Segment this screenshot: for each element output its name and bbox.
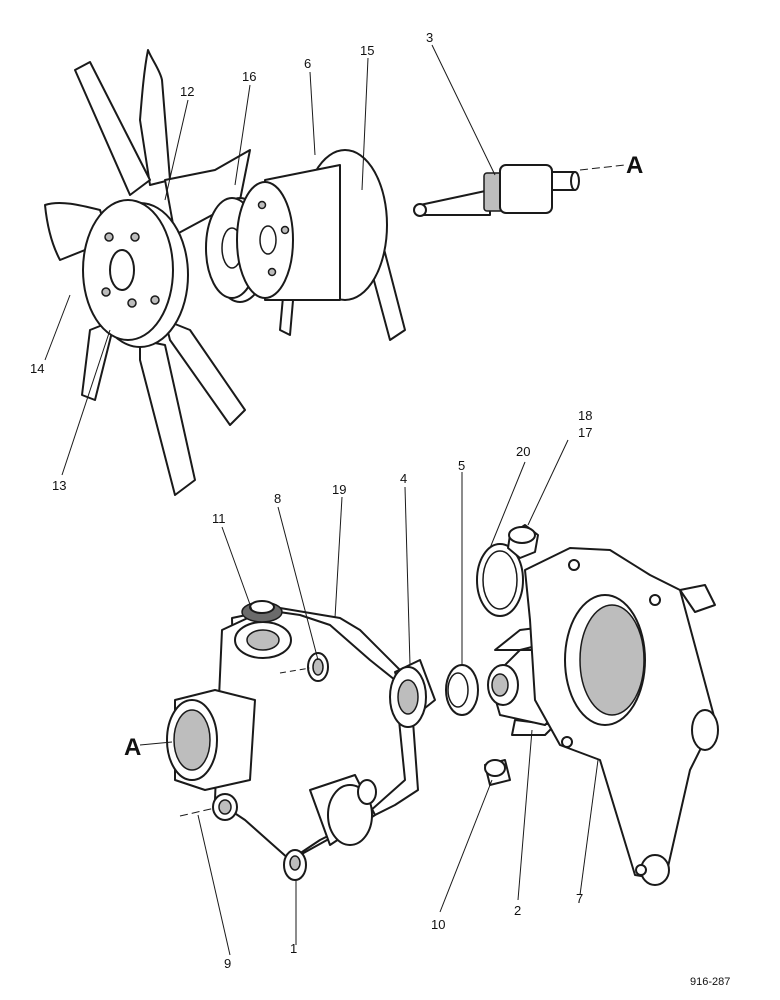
pulley-and-belt — [236, 149, 406, 341]
callout-7: 7 — [576, 891, 583, 906]
callout-17: 17 — [578, 425, 592, 440]
pump-housing — [166, 600, 419, 881]
callout-3: 3 — [426, 30, 433, 45]
callout-1: 1 — [290, 941, 297, 956]
rear-housing — [476, 524, 719, 886]
fan-blade-upper-left — [74, 61, 151, 196]
callout-5: 5 — [458, 458, 465, 473]
marker-a-bottom: A — [124, 734, 141, 761]
fan-blade-lower-right — [164, 319, 246, 426]
drawing-reference: 916-287 — [690, 976, 730, 988]
callout-8: 8 — [274, 491, 281, 506]
callout-14: 14 — [30, 361, 44, 376]
leader-lines — [44, 44, 599, 956]
callout-10: 10 — [431, 917, 445, 932]
fan-hub-bore — [109, 249, 135, 291]
callout-6: 6 — [304, 56, 311, 71]
callout-12: 12 — [180, 84, 194, 99]
callout-labels: 1 2 3 4 5 6 7 8 9 10 11 12 13 14 15 16 1… — [30, 30, 730, 988]
callout-13: 13 — [52, 478, 66, 493]
callout-16: 16 — [242, 69, 256, 84]
fan-blade-bottom — [139, 339, 196, 496]
marker-a-top: A — [626, 152, 643, 179]
callout-18: 18 — [578, 408, 592, 423]
callout-15: 15 — [360, 43, 374, 58]
callout-11: 11 — [212, 511, 226, 526]
fan-blade-top — [139, 49, 171, 186]
callout-20: 20 — [516, 444, 530, 459]
callout-9: 9 — [224, 956, 231, 971]
pulley-front — [236, 181, 294, 299]
seal-ring-bush — [389, 659, 511, 786]
callout-2: 2 — [514, 903, 521, 918]
fan-assembly — [44, 49, 251, 496]
callout-4: 4 — [400, 471, 407, 486]
callout-19: 19 — [332, 482, 346, 497]
gasket-20 — [476, 543, 524, 617]
shaft-bearing — [413, 164, 626, 217]
